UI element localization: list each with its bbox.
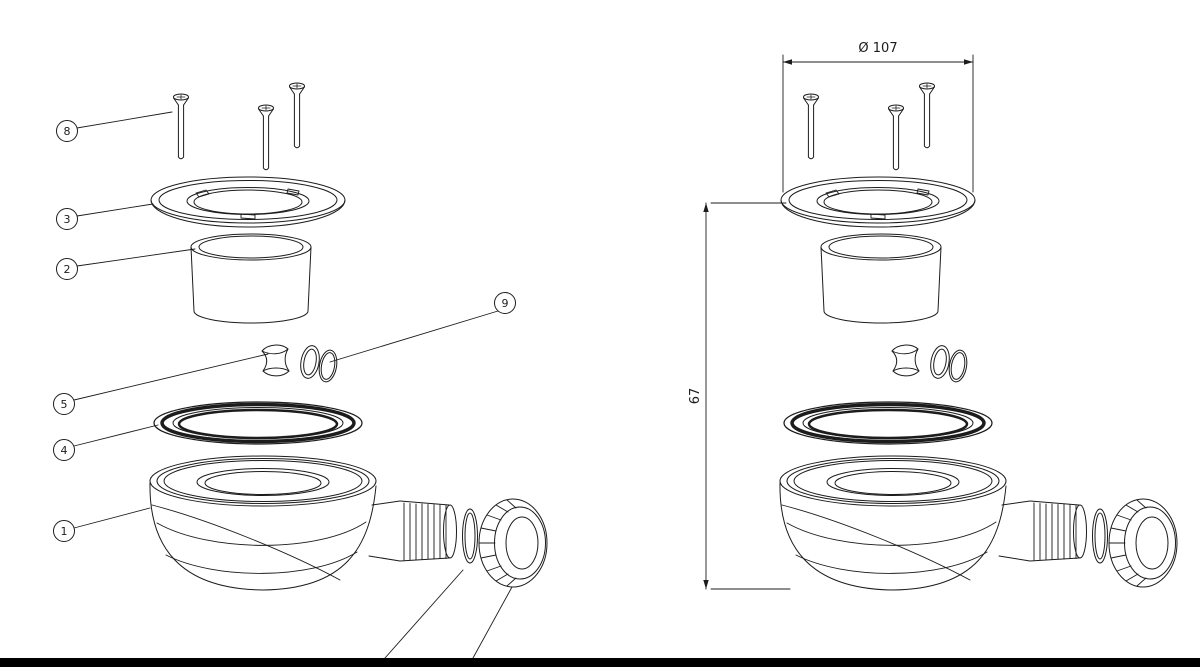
- callout-5: 5: [53, 353, 269, 415]
- callout-9: 9: [329, 292, 516, 363]
- left-exploded-view: [150, 83, 547, 590]
- callout-4: 4: [53, 424, 159, 461]
- callout-2: 2: [56, 248, 196, 280]
- callout-1-label: 1: [61, 525, 68, 538]
- callout-3-label: 3: [64, 213, 71, 226]
- callout-8: 8: [56, 111, 173, 142]
- dimension-height: 67: [688, 202, 791, 590]
- dimension-height-label: 67: [688, 388, 703, 405]
- cutoff-leader-lines: [384, 569, 513, 659]
- callout-9-label: 9: [502, 297, 509, 310]
- callout-1: 1: [53, 507, 151, 542]
- callout-2-label: 2: [64, 263, 71, 276]
- left-callouts: 8 3 2 5 4 1: [53, 111, 516, 659]
- callout-5-label: 5: [61, 398, 68, 411]
- dimension-diameter: Ø 107: [782, 41, 974, 193]
- callout-3: 3: [56, 203, 154, 230]
- dimension-diameter-label: Ø 107: [858, 41, 897, 56]
- callout-8-label: 8: [64, 125, 71, 138]
- right-exploded-view: [780, 83, 1177, 590]
- bottom-edge-bar: [0, 658, 1200, 667]
- callout-4-label: 4: [61, 444, 68, 457]
